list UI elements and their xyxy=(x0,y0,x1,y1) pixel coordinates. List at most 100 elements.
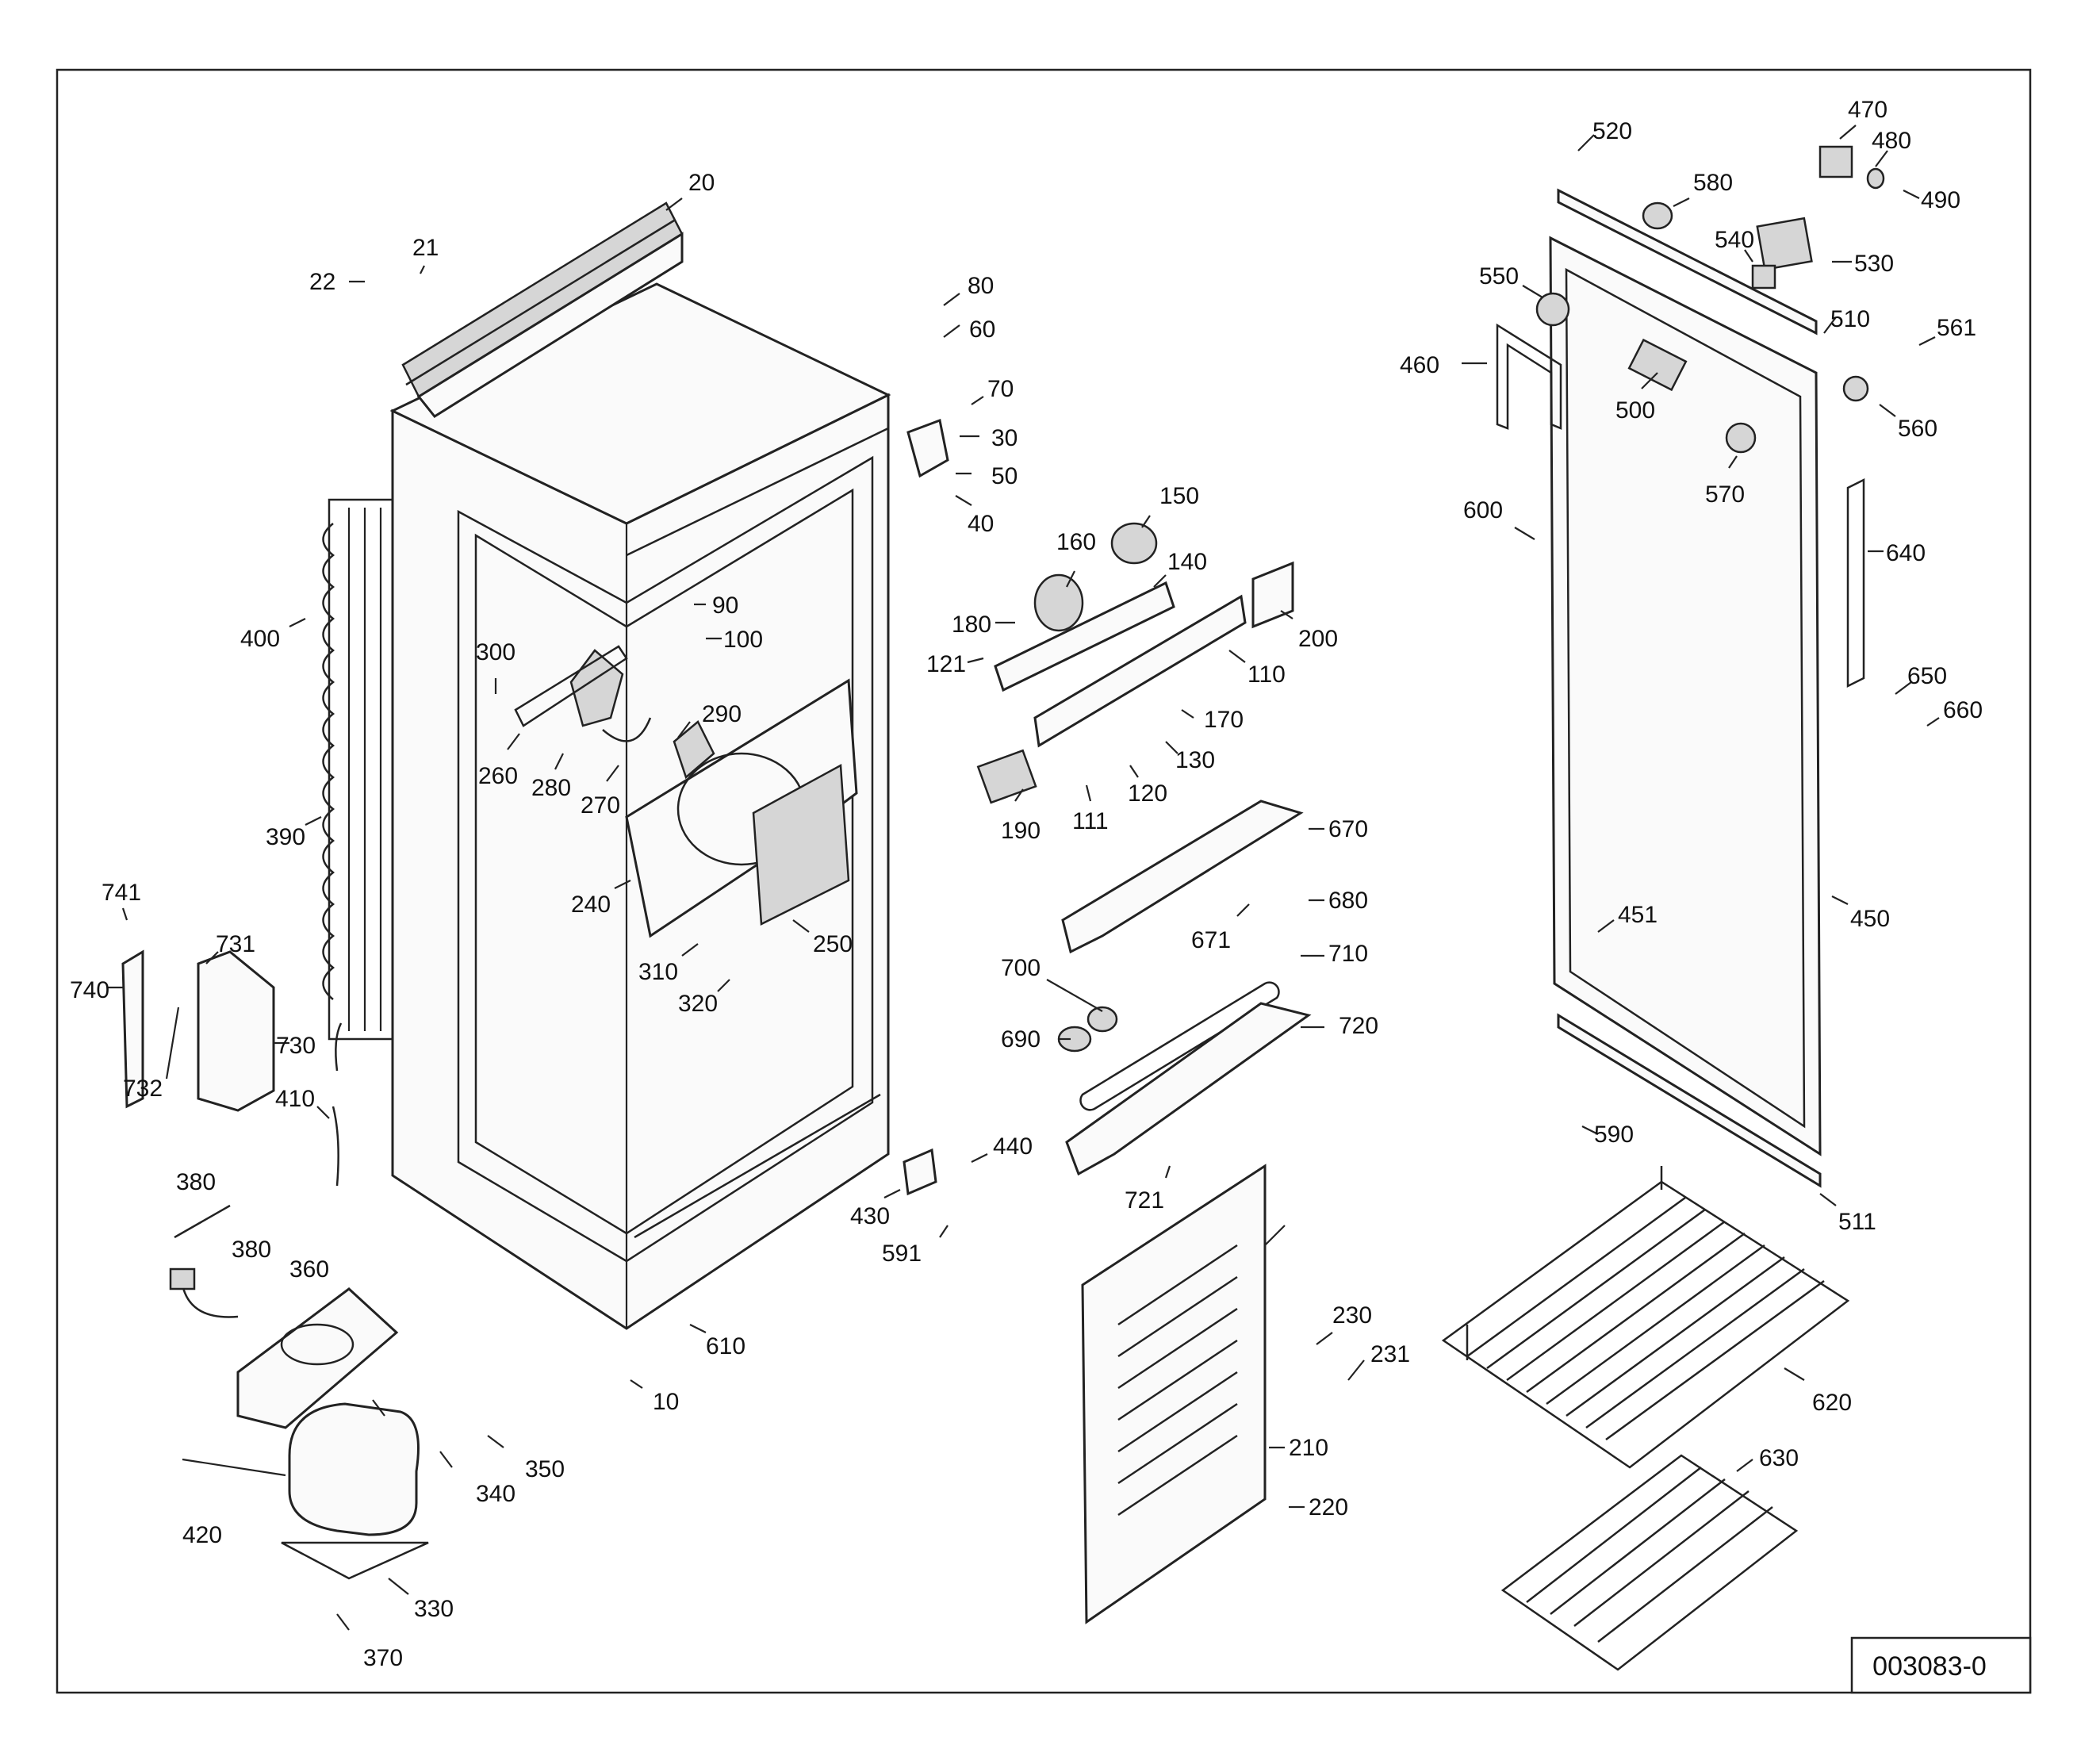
top-cover-strip xyxy=(401,201,684,418)
callout-561: 561 xyxy=(1937,315,1976,341)
callout-140: 140 xyxy=(1167,549,1207,575)
callout-320: 320 xyxy=(678,991,718,1017)
callout-360: 360 xyxy=(289,1256,329,1283)
callout-130: 130 xyxy=(1175,747,1215,773)
callout-80: 80 xyxy=(968,273,994,299)
compressor-tray xyxy=(236,1287,399,1429)
callout-231: 231 xyxy=(1370,1341,1410,1367)
callout-710: 710 xyxy=(1328,941,1368,967)
hinge-brackets xyxy=(903,418,949,1196)
callout-540: 540 xyxy=(1715,227,1754,253)
power-cord xyxy=(169,1204,239,1318)
callout-451: 451 xyxy=(1618,902,1658,928)
callout-200: 200 xyxy=(1298,626,1338,652)
condenser-coil xyxy=(322,498,394,1072)
callout-591: 591 xyxy=(882,1241,922,1267)
callout-741: 741 xyxy=(102,880,141,906)
lock-parts xyxy=(1642,145,1885,402)
callout-330: 330 xyxy=(414,1596,454,1622)
lamp-assembly xyxy=(1057,800,1312,1176)
compressor xyxy=(182,1402,429,1580)
callout-560: 560 xyxy=(1898,416,1937,442)
callout-100: 100 xyxy=(723,627,763,653)
callout-90: 90 xyxy=(712,592,738,619)
callout-270: 270 xyxy=(581,792,620,819)
callout-310: 310 xyxy=(638,959,678,985)
callout-10: 10 xyxy=(653,1389,679,1415)
callout-410: 410 xyxy=(275,1086,315,1112)
callout-120: 120 xyxy=(1128,780,1167,807)
callout-610: 610 xyxy=(706,1333,745,1359)
evaporator-fan-assembly xyxy=(514,645,858,938)
reference-box xyxy=(1850,1636,2032,1694)
callout-721: 721 xyxy=(1125,1187,1164,1214)
callout-380-upper: 380 xyxy=(176,1169,216,1195)
callout-740: 740 xyxy=(70,977,109,1003)
callout-700: 700 xyxy=(1001,955,1040,981)
wire-shelf-small xyxy=(1500,1454,1799,1671)
callout-190: 190 xyxy=(1001,818,1040,844)
callout-600: 600 xyxy=(1463,497,1503,523)
callout-690: 690 xyxy=(1001,1026,1040,1053)
callout-660: 660 xyxy=(1943,697,1983,723)
callout-290: 290 xyxy=(702,701,742,727)
callout-300: 300 xyxy=(476,639,515,665)
callout-280: 280 xyxy=(531,775,571,801)
callout-720: 720 xyxy=(1339,1013,1378,1039)
callout-630: 630 xyxy=(1759,1445,1799,1471)
callout-650: 650 xyxy=(1907,663,1947,689)
diagram-border xyxy=(56,68,2032,1694)
callout-160: 160 xyxy=(1056,529,1096,555)
callout-150: 150 xyxy=(1159,483,1199,509)
callout-180: 180 xyxy=(952,612,991,638)
drawing-number: 003083-0 xyxy=(1872,1651,1987,1682)
leader-lines xyxy=(107,125,1940,1631)
callout-730: 730 xyxy=(276,1033,316,1059)
callout-511: 511 xyxy=(1838,1209,1876,1235)
callout-620: 620 xyxy=(1812,1390,1852,1416)
capillary-tube xyxy=(332,1106,339,1187)
callout-210: 210 xyxy=(1289,1435,1328,1461)
callout-21: 21 xyxy=(412,235,439,261)
callout-580: 580 xyxy=(1693,170,1733,196)
callout-250: 250 xyxy=(813,931,853,957)
callout-520: 520 xyxy=(1592,118,1632,144)
callout-labels: 20 21 22 80 60 70 30 50 40 90 100 300 40… xyxy=(70,97,1983,1671)
callout-390: 390 xyxy=(266,824,305,850)
callout-440: 440 xyxy=(993,1133,1033,1160)
callout-430: 430 xyxy=(850,1203,890,1229)
callout-732: 732 xyxy=(123,1076,163,1102)
callout-20: 20 xyxy=(688,170,715,196)
callout-570: 570 xyxy=(1705,481,1745,508)
callout-480: 480 xyxy=(1872,128,1911,154)
callout-70: 70 xyxy=(987,376,1014,402)
callout-731: 731 xyxy=(216,931,255,957)
relay-box xyxy=(121,949,275,1112)
callout-400: 400 xyxy=(240,626,280,652)
callout-30: 30 xyxy=(991,425,1018,451)
callout-671: 671 xyxy=(1191,927,1231,953)
callout-640: 640 xyxy=(1886,540,1926,566)
control-housing xyxy=(976,522,1294,804)
callout-60: 60 xyxy=(969,316,995,343)
callout-460: 460 xyxy=(1400,352,1439,378)
callout-230: 230 xyxy=(1332,1302,1372,1329)
callout-680: 680 xyxy=(1328,888,1368,914)
callout-111: 111 xyxy=(1072,808,1109,834)
evaporator-plate xyxy=(1081,1164,1286,1624)
callout-350: 350 xyxy=(525,1456,565,1482)
callout-420: 420 xyxy=(182,1522,222,1548)
callout-470: 470 xyxy=(1848,97,1887,123)
callout-530: 530 xyxy=(1854,251,1894,277)
callout-220: 220 xyxy=(1309,1494,1348,1520)
callout-490: 490 xyxy=(1921,187,1960,213)
callout-40: 40 xyxy=(968,511,994,537)
callout-550: 550 xyxy=(1479,263,1519,290)
callout-170: 170 xyxy=(1204,707,1244,733)
callout-500: 500 xyxy=(1615,397,1655,424)
callout-510: 510 xyxy=(1830,306,1870,332)
door xyxy=(1496,188,1865,1188)
callout-22: 22 xyxy=(309,269,335,295)
callout-380-lower: 380 xyxy=(232,1237,271,1263)
callout-110: 110 xyxy=(1247,662,1286,688)
